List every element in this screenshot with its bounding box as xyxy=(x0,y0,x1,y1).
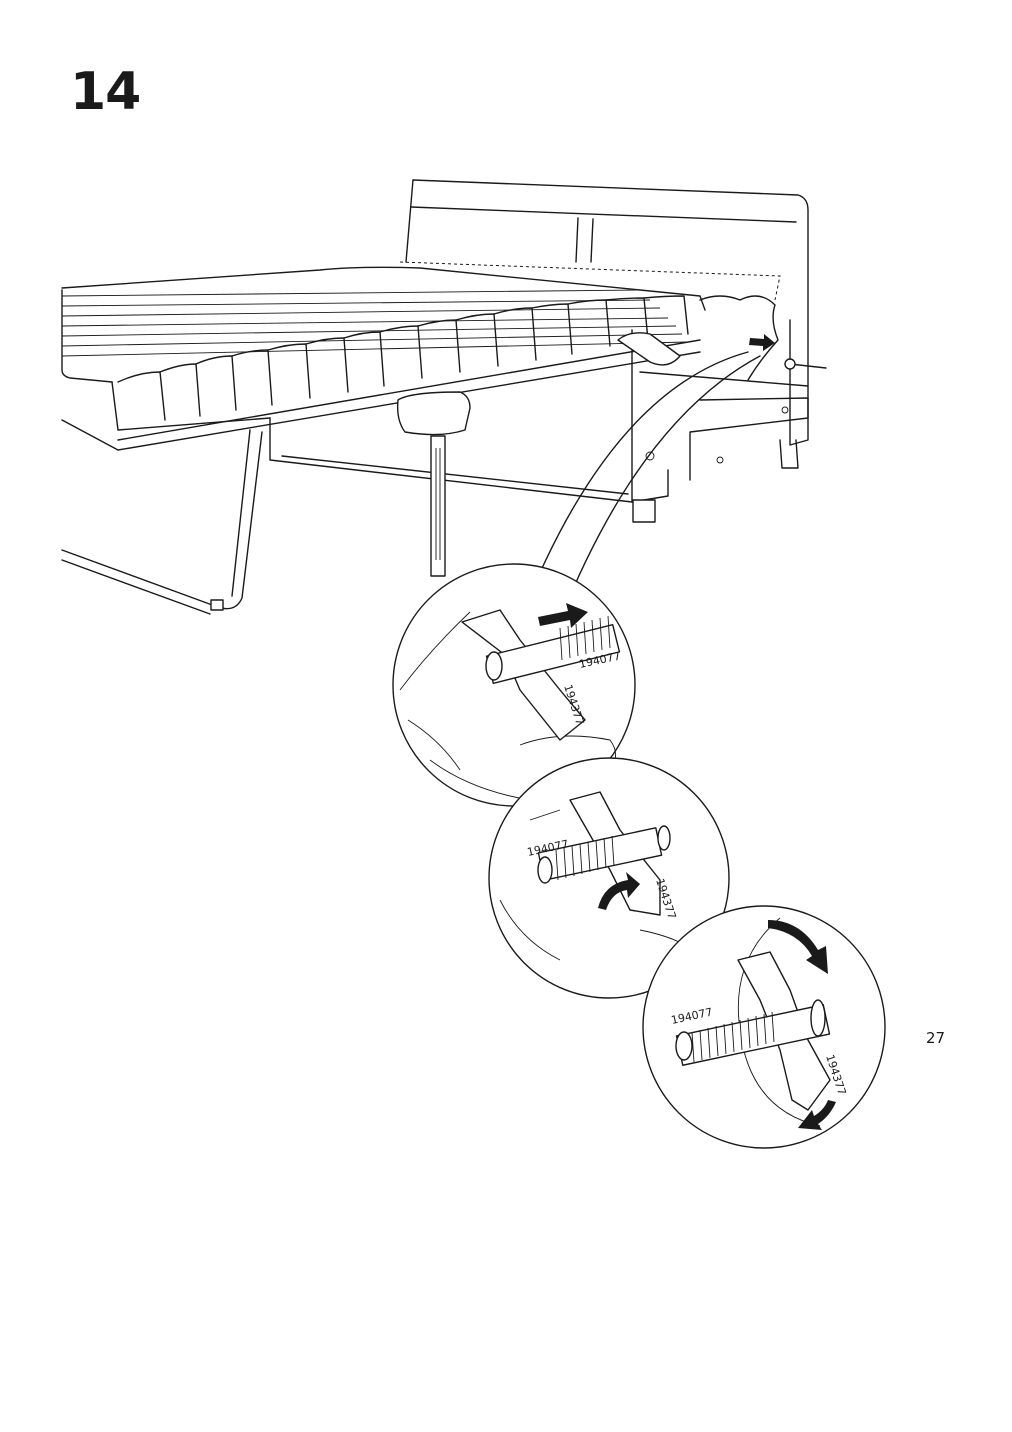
detail-view-3: 194077 194377 xyxy=(642,905,886,1149)
bolt-icon xyxy=(485,615,621,685)
bolt-icon xyxy=(675,999,831,1066)
bolt-icon xyxy=(537,825,671,884)
rotate-arrow-icon xyxy=(598,872,640,910)
detail-view-2: 194077 194377 xyxy=(488,757,730,999)
rotate-arrow-icon xyxy=(798,1100,836,1130)
push-arrow-icon xyxy=(749,334,775,351)
detail-view-1: 194077 194377 xyxy=(392,563,636,807)
step-number: 14 xyxy=(70,62,141,122)
page-number: 27 xyxy=(926,1029,946,1047)
rotate-arrow-icon xyxy=(768,920,828,974)
push-arrow-icon xyxy=(538,603,588,628)
sofa-bed-frame-drawing xyxy=(61,179,827,621)
